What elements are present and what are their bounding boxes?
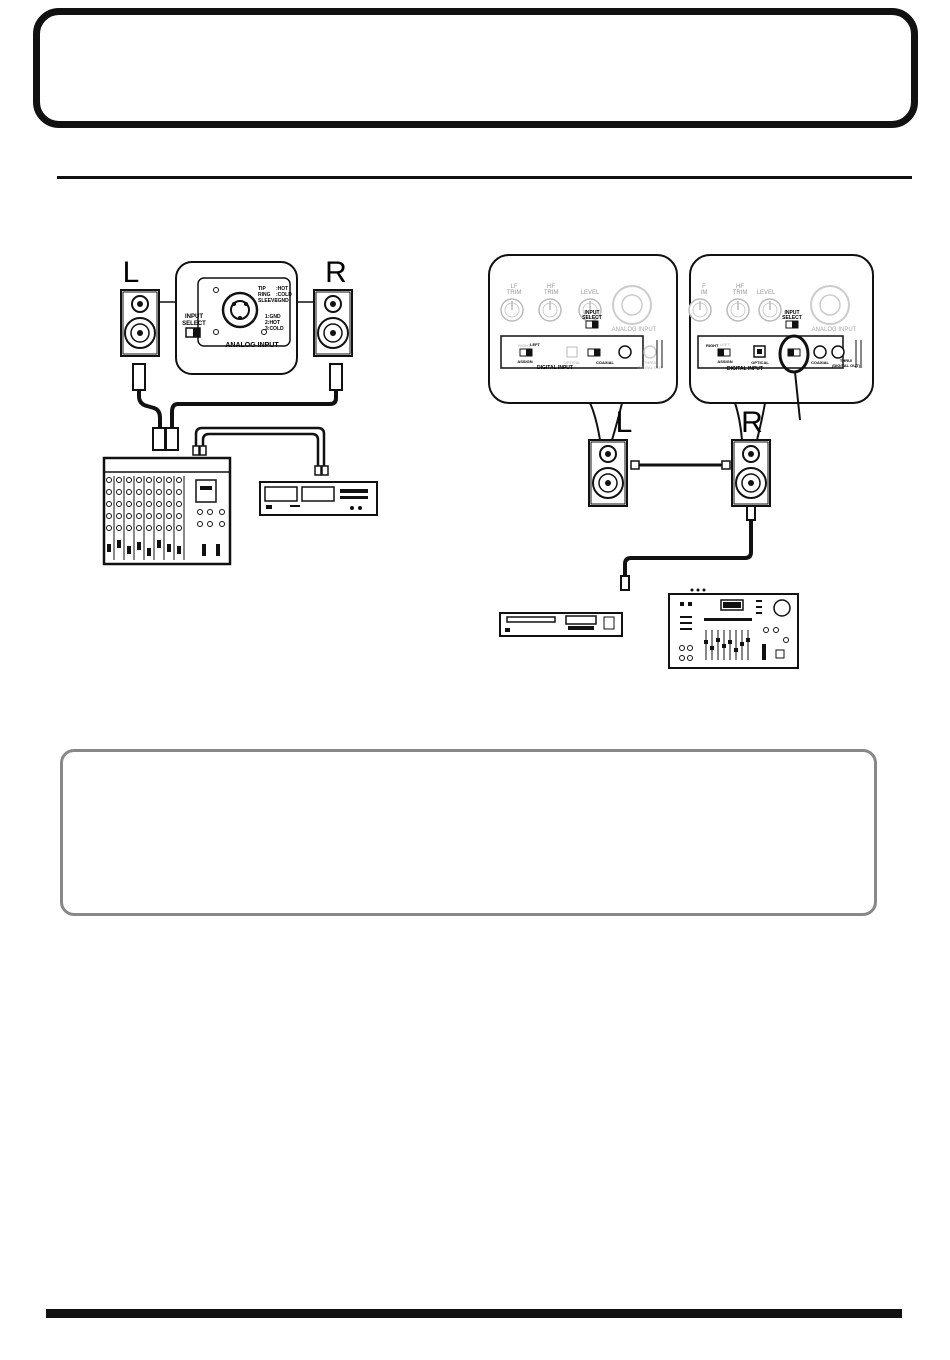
left-speaker-icon [588,439,628,507]
footer-rule [46,1309,902,1318]
input-select-label: INPUT [185,314,203,320]
xlr-pin1-label: 1:GND [265,314,281,320]
analog-input-label: ANALOG INPUT [225,342,279,349]
right-speaker-rear-panel: F IM HF TRIM LEVEL ANALOG INPUT INPUT SE… [688,254,874,421]
input-select-label: INPUT [785,310,800,316]
right-speaker-letter: R [741,406,763,439]
thru-label: THRU/ [840,358,853,363]
cd-player-icon [499,612,623,637]
digital-workstation-icon [668,588,799,669]
input-select-label-2: SELECT [782,315,802,321]
xlr-tip-label: TIP [258,286,266,292]
assign-label: ASSIGN [717,359,732,364]
optical-label: OPTICAL [563,360,581,365]
lf-trim-label-2: TRIM [507,290,522,296]
xlr-ring-label: RING [258,292,271,298]
lf-trim-label: F [702,284,706,290]
right-speaker-icon [731,439,771,507]
right-speaker-letter: R [325,256,347,289]
right-label: RIGHT [706,343,719,348]
mixer-icon [102,456,232,566]
left-speaker-rear-panel: LF TRIM HF TRIM LEVEL ANALOG INPUT INPUT… [488,254,678,404]
coaxial-label: COAXIAL [596,360,615,365]
hf-trim-label: HF [736,284,744,290]
coaxial-label: COAXIAL [811,360,830,365]
optical-label: OPTICAL [751,360,769,365]
trs-gnd-label: :GND [276,298,289,304]
digital-input-label: DIGITAL INPUT [537,365,573,371]
trs-hot-label: :HOT [276,286,288,292]
right-speaker-icon [313,289,353,357]
analog-connection-diagram: L R TIP RING SLEEVE :HOT :COLD :GND 1:GN… [102,256,378,566]
left-speaker-letter: L [123,256,140,289]
chapter-title-box [33,8,918,128]
right-label: RIGHT [518,343,531,348]
section-divider [57,176,912,179]
analog-input-label: ANALOG INPUT [612,327,657,333]
lf-trim-label: LF [510,284,517,290]
hf-trim-label-2: TRIM [544,290,559,296]
lf-trim-label-2: IM [701,290,708,296]
thru-label: THRU/ [644,360,657,365]
hf-trim-label: HF [547,284,555,290]
note-box [60,749,877,916]
left-speaker-icon [120,289,160,357]
hf-trim-label-2: TRIM [733,290,748,296]
digital-input-label: DIGITAL INPUT [727,366,763,372]
assign-label: ASSIGN [517,359,532,364]
digital-out-label: (DIGITAL OUT) [832,363,861,368]
digital-connection-diagram: LF TRIM HF TRIM LEVEL ANALOG INPUT INPUT… [488,254,874,669]
input-select-label-2: SELECT [582,315,602,321]
left-label: LEFT [530,342,541,347]
left-label: LEFT [720,342,730,347]
xlr-sleeve-label: SLEEVE [258,298,278,304]
level-label: LEVEL [581,290,600,296]
highlight-circle [778,334,810,374]
xlr-pin3-label: 3:COLD [265,326,284,332]
input-select-label: INPUT [585,310,600,316]
trs-cold-label: :COLD [276,292,292,298]
recorder-icon [259,481,378,516]
analog-input-panel: TIP RING SLEEVE :HOT :COLD :GND 1:GND 2:… [159,261,314,375]
xlr-pin2-label: 2:HOT [265,320,280,326]
analog-input-label: ANALOG INPUT [812,327,857,333]
input-select-label-2: SELECT [182,321,206,327]
left-speaker-letter: L [616,406,633,439]
digital-out-label: DIGITAL OUT [638,365,663,370]
level-label: LEVEL [757,290,776,296]
